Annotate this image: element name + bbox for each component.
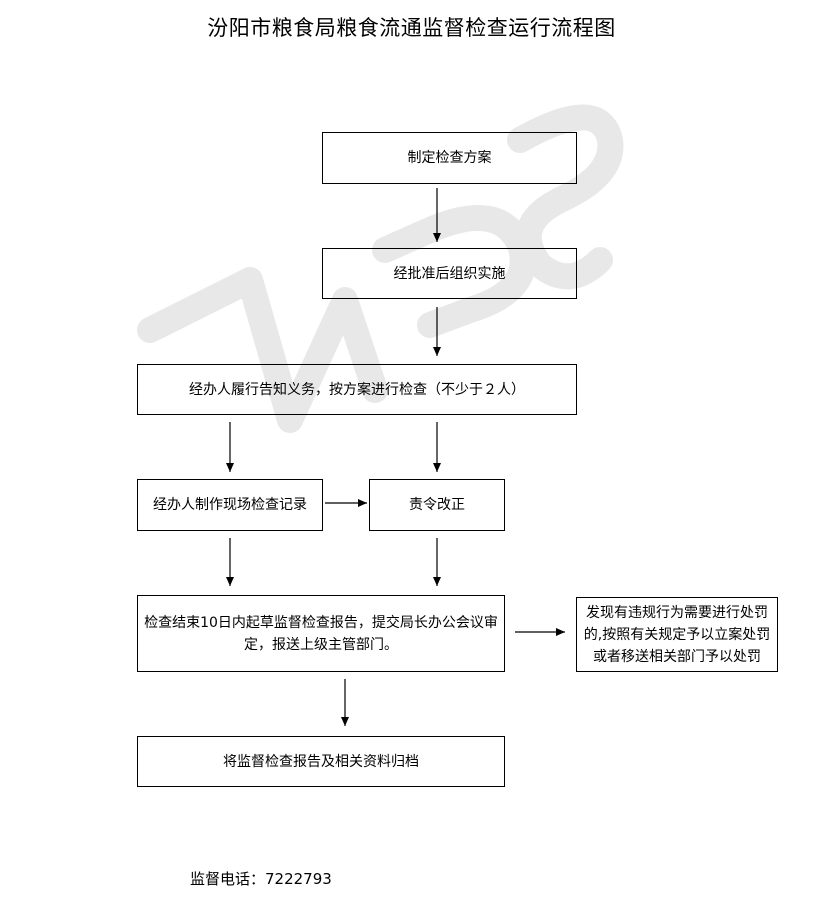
page-title: 汾阳市粮食局粮食流通监督检查运行流程图 [207,16,616,40]
step-rectify: 责令改正 [369,479,505,531]
step-approve: 经批准后组织实施 [322,248,577,299]
step-report: 检查结束10日内起草监督检查报告，提交局长办公会议审定，报送上级主管部门。 [137,595,505,672]
step-punish: 发现有违规行为需要进行处罚的,按照有关规定予以立案处罚或者移送相关部门予以处罚 [576,597,778,672]
step-record: 经办人制作现场检查记录 [137,479,323,531]
supervision-phone: 监督电话：7222793 [190,870,332,888]
step-archive: 将监督检查报告及相关资料归档 [137,736,505,787]
step-plan: 制定检查方案 [322,132,577,184]
step-inspect: 经办人履行告知义务，按方案进行检查（不少于２人） [137,364,577,415]
